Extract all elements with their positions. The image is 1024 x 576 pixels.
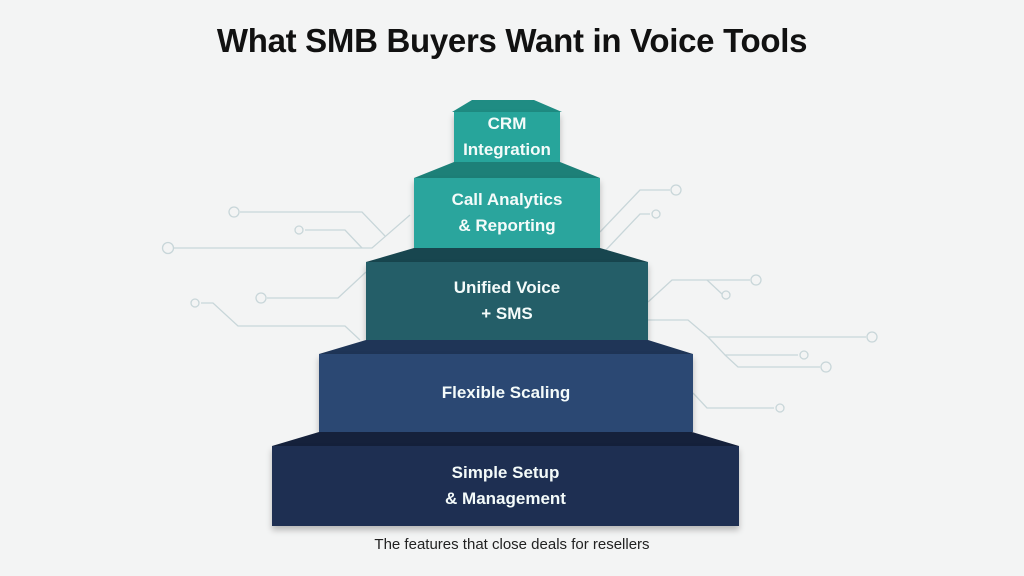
tier-label: Simple Setup & Management: [445, 463, 566, 508]
setup-tier-top-face: [272, 432, 739, 446]
tier-label: Unified Voice + SMS: [453, 278, 561, 323]
pyramid-tier-call-analytics: Call Analytics & Reporting: [414, 178, 600, 248]
tier-label: CRM Integration: [463, 114, 551, 159]
unified-tier-top-face: [366, 248, 648, 262]
analytics-tier-top-face: [414, 162, 600, 178]
crm-tier-top-face: [452, 100, 562, 112]
tier-label: Flexible Scaling: [441, 383, 571, 402]
scaling-tier-top-face: [319, 340, 693, 354]
pyramid-tier-simple-setup: Simple Setup & Management: [272, 446, 739, 526]
tier-label: Call Analytics & Reporting: [451, 190, 563, 235]
pyramid-tier-flexible-scaling: Flexible Scaling: [319, 354, 693, 432]
page-title: What SMB Buyers Want in Voice Tools: [216, 22, 808, 59]
caption: The features that close deals for resell…: [374, 536, 650, 553]
pyramid-tier-crm-integration: CRM Integration: [454, 112, 560, 162]
pyramid-tier-unified-voice-sms: Unified Voice + SMS: [366, 262, 648, 340]
